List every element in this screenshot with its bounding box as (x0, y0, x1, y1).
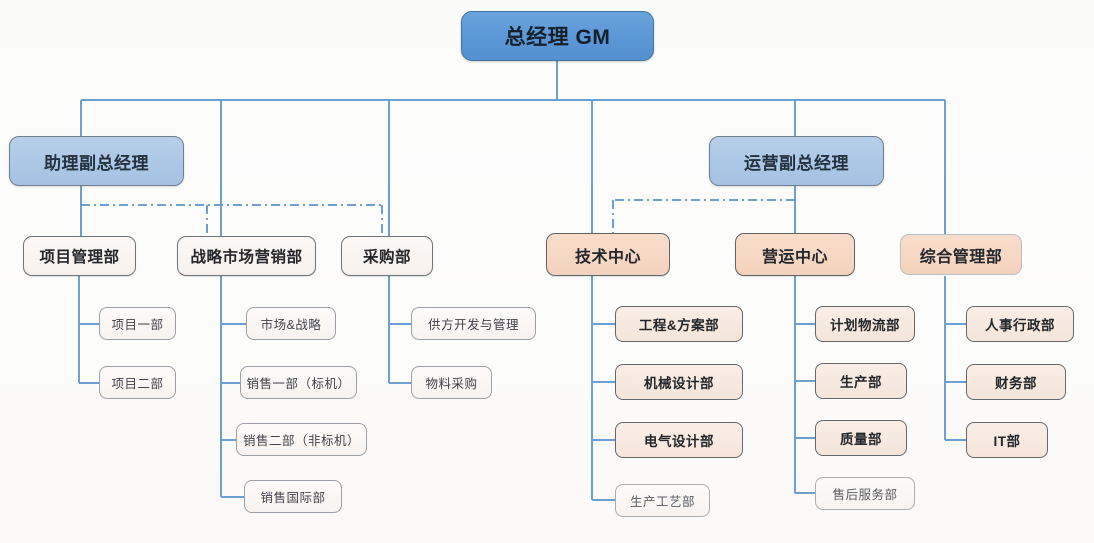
node-leaf-project-1[interactable]: 项目一部 (99, 307, 176, 340)
node-dept-purchasing[interactable]: 采购部 (341, 236, 433, 276)
node-vp-operations[interactable]: 运营副总经理 (709, 136, 884, 186)
node-leaf-mechanical-design[interactable]: 机械设计部 (615, 364, 743, 400)
node-leaf-hr-administration[interactable]: 人事行政部 (966, 306, 1074, 342)
node-leaf-sales-1-standard[interactable]: 销售一部（标机） (240, 366, 357, 399)
node-leaf-production[interactable]: 生产部 (815, 363, 907, 399)
node-dept-technology-center[interactable]: 技术中心 (546, 233, 670, 276)
node-leaf-sales-2-custom[interactable]: 销售二部（非标机） (236, 423, 367, 456)
node-leaf-project-2[interactable]: 项目二部 (99, 366, 176, 399)
node-general-manager[interactable]: 总经理 GM (461, 11, 654, 61)
node-leaf-planning-logistics[interactable]: 计划物流部 (815, 306, 915, 342)
node-leaf-finance[interactable]: 财务部 (966, 364, 1066, 400)
node-leaf-it[interactable]: IT部 (966, 422, 1048, 458)
node-leaf-supplier-development[interactable]: 供方开发与管理 (411, 307, 536, 340)
node-leaf-electrical-design[interactable]: 电气设计部 (615, 422, 743, 458)
node-leaf-quality[interactable]: 质量部 (815, 420, 907, 456)
node-leaf-material-purchasing[interactable]: 物料采购 (411, 366, 492, 399)
node-dept-operation-center[interactable]: 营运中心 (735, 233, 855, 276)
node-dept-general-management[interactable]: 综合管理部 (900, 234, 1022, 275)
node-leaf-production-process[interactable]: 生产工艺部 (615, 484, 710, 517)
node-leaf-engineering-solution[interactable]: 工程&方案部 (615, 306, 743, 342)
node-leaf-after-sales-service[interactable]: 售后服务部 (815, 477, 915, 510)
node-leaf-market-strategy[interactable]: 市场&战略 (246, 307, 336, 340)
node-vp-assistant[interactable]: 助理副总经理 (9, 136, 184, 186)
node-leaf-sales-international[interactable]: 销售国际部 (244, 480, 342, 513)
node-dept-project-management[interactable]: 项目管理部 (23, 236, 136, 276)
node-dept-strategy-marketing[interactable]: 战略市场营销部 (177, 236, 316, 276)
